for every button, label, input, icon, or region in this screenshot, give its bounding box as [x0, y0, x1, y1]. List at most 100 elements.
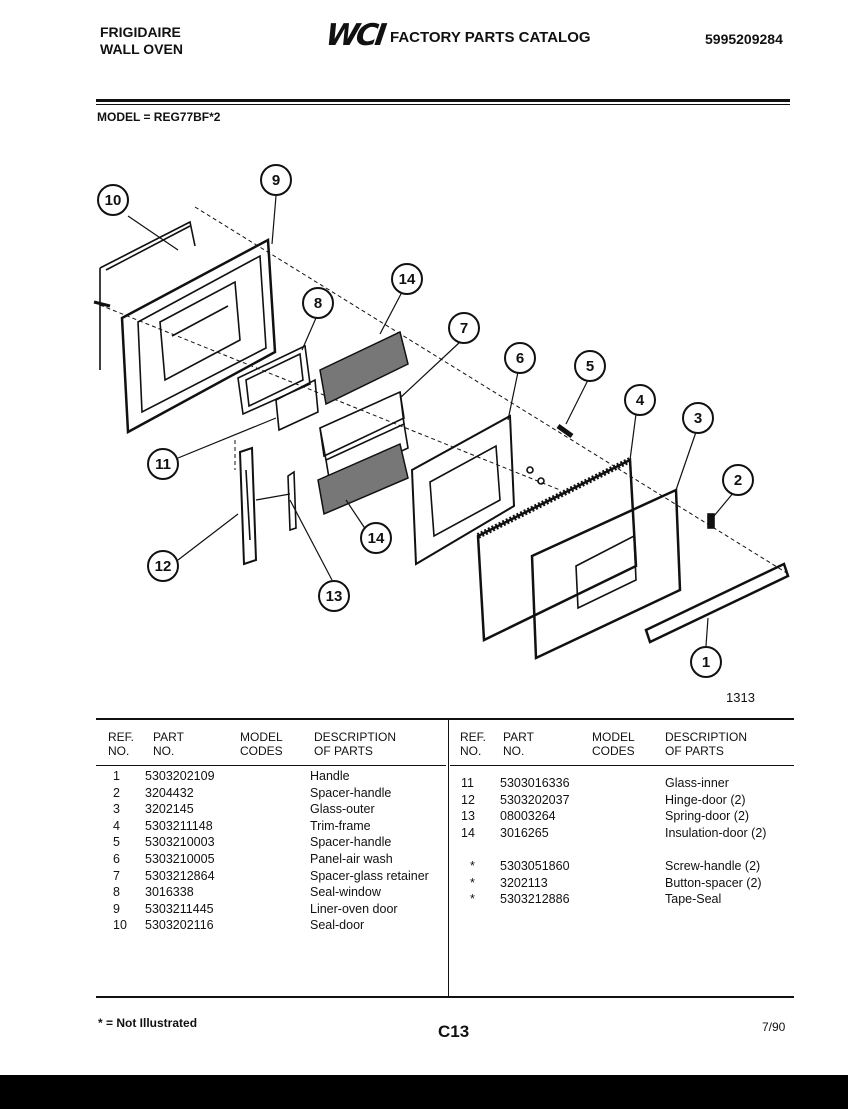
row-part-number: 5303016336: [500, 776, 570, 790]
svg-text:10: 10: [105, 192, 122, 209]
row-ref: 6: [113, 852, 120, 866]
row-part-number: 5303210005: [145, 852, 215, 866]
row-description: Glass-outer: [310, 802, 375, 817]
svg-text:7: 7: [460, 320, 468, 337]
callout-5: 5: [574, 350, 606, 382]
row-description: Spacer-handle: [310, 785, 392, 800]
row-description: Spacer-handle: [310, 835, 392, 850]
brand-line-2: WALL OVEN: [100, 41, 183, 57]
part-6-panel: [410, 414, 516, 566]
row-description: Glass-inner: [665, 776, 729, 790]
callout-4: 4: [624, 384, 656, 416]
part-10-seal-door: [93, 220, 196, 370]
svg-text:2: 2: [734, 472, 742, 489]
part-12-hinge: [238, 446, 258, 566]
part-5-spacer: [526, 423, 574, 485]
row-part-number: 3202113: [500, 875, 548, 890]
row-ref: 9: [113, 901, 120, 916]
row-ref: 4: [113, 818, 120, 833]
header-rule-thick: [96, 99, 790, 102]
right-header-rule: [450, 765, 794, 766]
table-divider: [448, 720, 449, 996]
part-14-insulation-lower: [317, 442, 409, 516]
row-ref: 1: [113, 769, 120, 783]
row-ref: 10: [113, 918, 127, 933]
row-part-number: 5303210003: [145, 835, 215, 850]
row-ref: 5: [113, 835, 120, 850]
row-description: Screw-handle (2): [665, 859, 761, 873]
header-rule-thin: [96, 104, 790, 105]
table-bottom-rule: [96, 996, 794, 998]
exploded-door-diagram: 10 9 14 8 7 6 5 4 3 2 1 11 12 14 13: [93, 164, 791, 678]
row-part-number: 3016338: [145, 885, 194, 900]
header-ref-right: REF. NO.: [460, 730, 487, 758]
row-ref: 12: [461, 792, 475, 807]
svg-text:3: 3: [694, 410, 702, 427]
row-description: Insulation-door (2): [665, 825, 767, 840]
row-ref: 7: [113, 868, 120, 883]
svg-text:5: 5: [586, 358, 594, 375]
row-part-number: 3204432: [145, 785, 194, 800]
row-part-number: 5303202109: [145, 769, 215, 783]
svg-text:14: 14: [368, 530, 385, 547]
figure-number: 1313: [726, 690, 755, 705]
row-part-number: 5303212864: [145, 868, 215, 883]
part-9-liner: [120, 237, 277, 435]
row-description: Seal-window: [310, 885, 381, 900]
svg-text:12: 12: [155, 558, 172, 575]
row-ref: 11: [461, 776, 474, 790]
callout-14b: 14: [360, 522, 392, 554]
callout-14a: 14: [391, 263, 423, 295]
row-part-number: 3202145: [145, 802, 194, 817]
catalog-title: FACTORY PARTS CATALOG: [390, 29, 591, 46]
part-3-glass-outer: [530, 488, 682, 660]
callout-9: 9: [260, 164, 292, 196]
row-ref: 14: [461, 825, 475, 840]
row-part-number: 5303202116: [145, 918, 214, 933]
row-description: Handle: [310, 769, 350, 783]
scan-edge-bar: [0, 1075, 848, 1109]
header-part-right: PART NO.: [503, 730, 534, 758]
table-top-rule: [96, 718, 794, 720]
model-label: MODEL = REG77BF*2: [97, 110, 221, 124]
svg-text:11: 11: [155, 456, 171, 473]
catalog-date: 7/90: [762, 1020, 786, 1034]
part-8-seal-window: [237, 344, 319, 432]
callout-13: 13: [318, 580, 350, 612]
part-14-insulation-upper: [319, 330, 409, 406]
callout-1: 1: [690, 646, 722, 678]
header-desc: DESCRIPTION OF PARTS: [314, 730, 397, 758]
catalog-number: 5995209284: [705, 31, 783, 47]
row-ref: 13: [461, 809, 475, 824]
row-ref: 3: [113, 802, 120, 817]
alignment-line: [194, 206, 791, 576]
row-description: Spring-door (2): [665, 809, 750, 824]
part-2-spacer: [707, 513, 715, 529]
row-part-number: 5303202037: [500, 792, 570, 807]
row-description: Panel-air wash: [310, 852, 393, 866]
svg-text:1: 1: [702, 654, 710, 671]
callout-6: 6: [504, 342, 536, 374]
svg-text:4: 4: [636, 392, 645, 409]
callout-7: 7: [448, 312, 480, 344]
callout-12: 12: [147, 550, 179, 582]
callout-10: 10: [97, 184, 129, 216]
svg-text:13: 13: [326, 588, 343, 605]
callout-2: 2: [722, 464, 754, 496]
row-part-number: 5303211445: [145, 901, 214, 916]
left-header-rule: [96, 765, 446, 766]
row-ref: *: [470, 859, 475, 873]
header-model-right: MODEL CODES: [592, 730, 635, 758]
svg-text:14: 14: [399, 271, 416, 288]
brand-line-1: FRIGIDAIRE: [100, 24, 181, 40]
header-model: MODEL CODES: [240, 730, 283, 758]
row-description: Tape-Seal: [665, 892, 722, 907]
row-description: Liner-oven door: [310, 901, 398, 916]
svg-text:6: 6: [516, 350, 524, 367]
page-number: C13: [438, 1022, 470, 1041]
part-4-trim-frame: [476, 457, 638, 642]
row-description: Spacer-glass retainer: [310, 868, 429, 883]
part-1-handle: [644, 562, 790, 644]
row-ref: 8: [113, 885, 120, 900]
row-ref: 2: [113, 785, 120, 800]
